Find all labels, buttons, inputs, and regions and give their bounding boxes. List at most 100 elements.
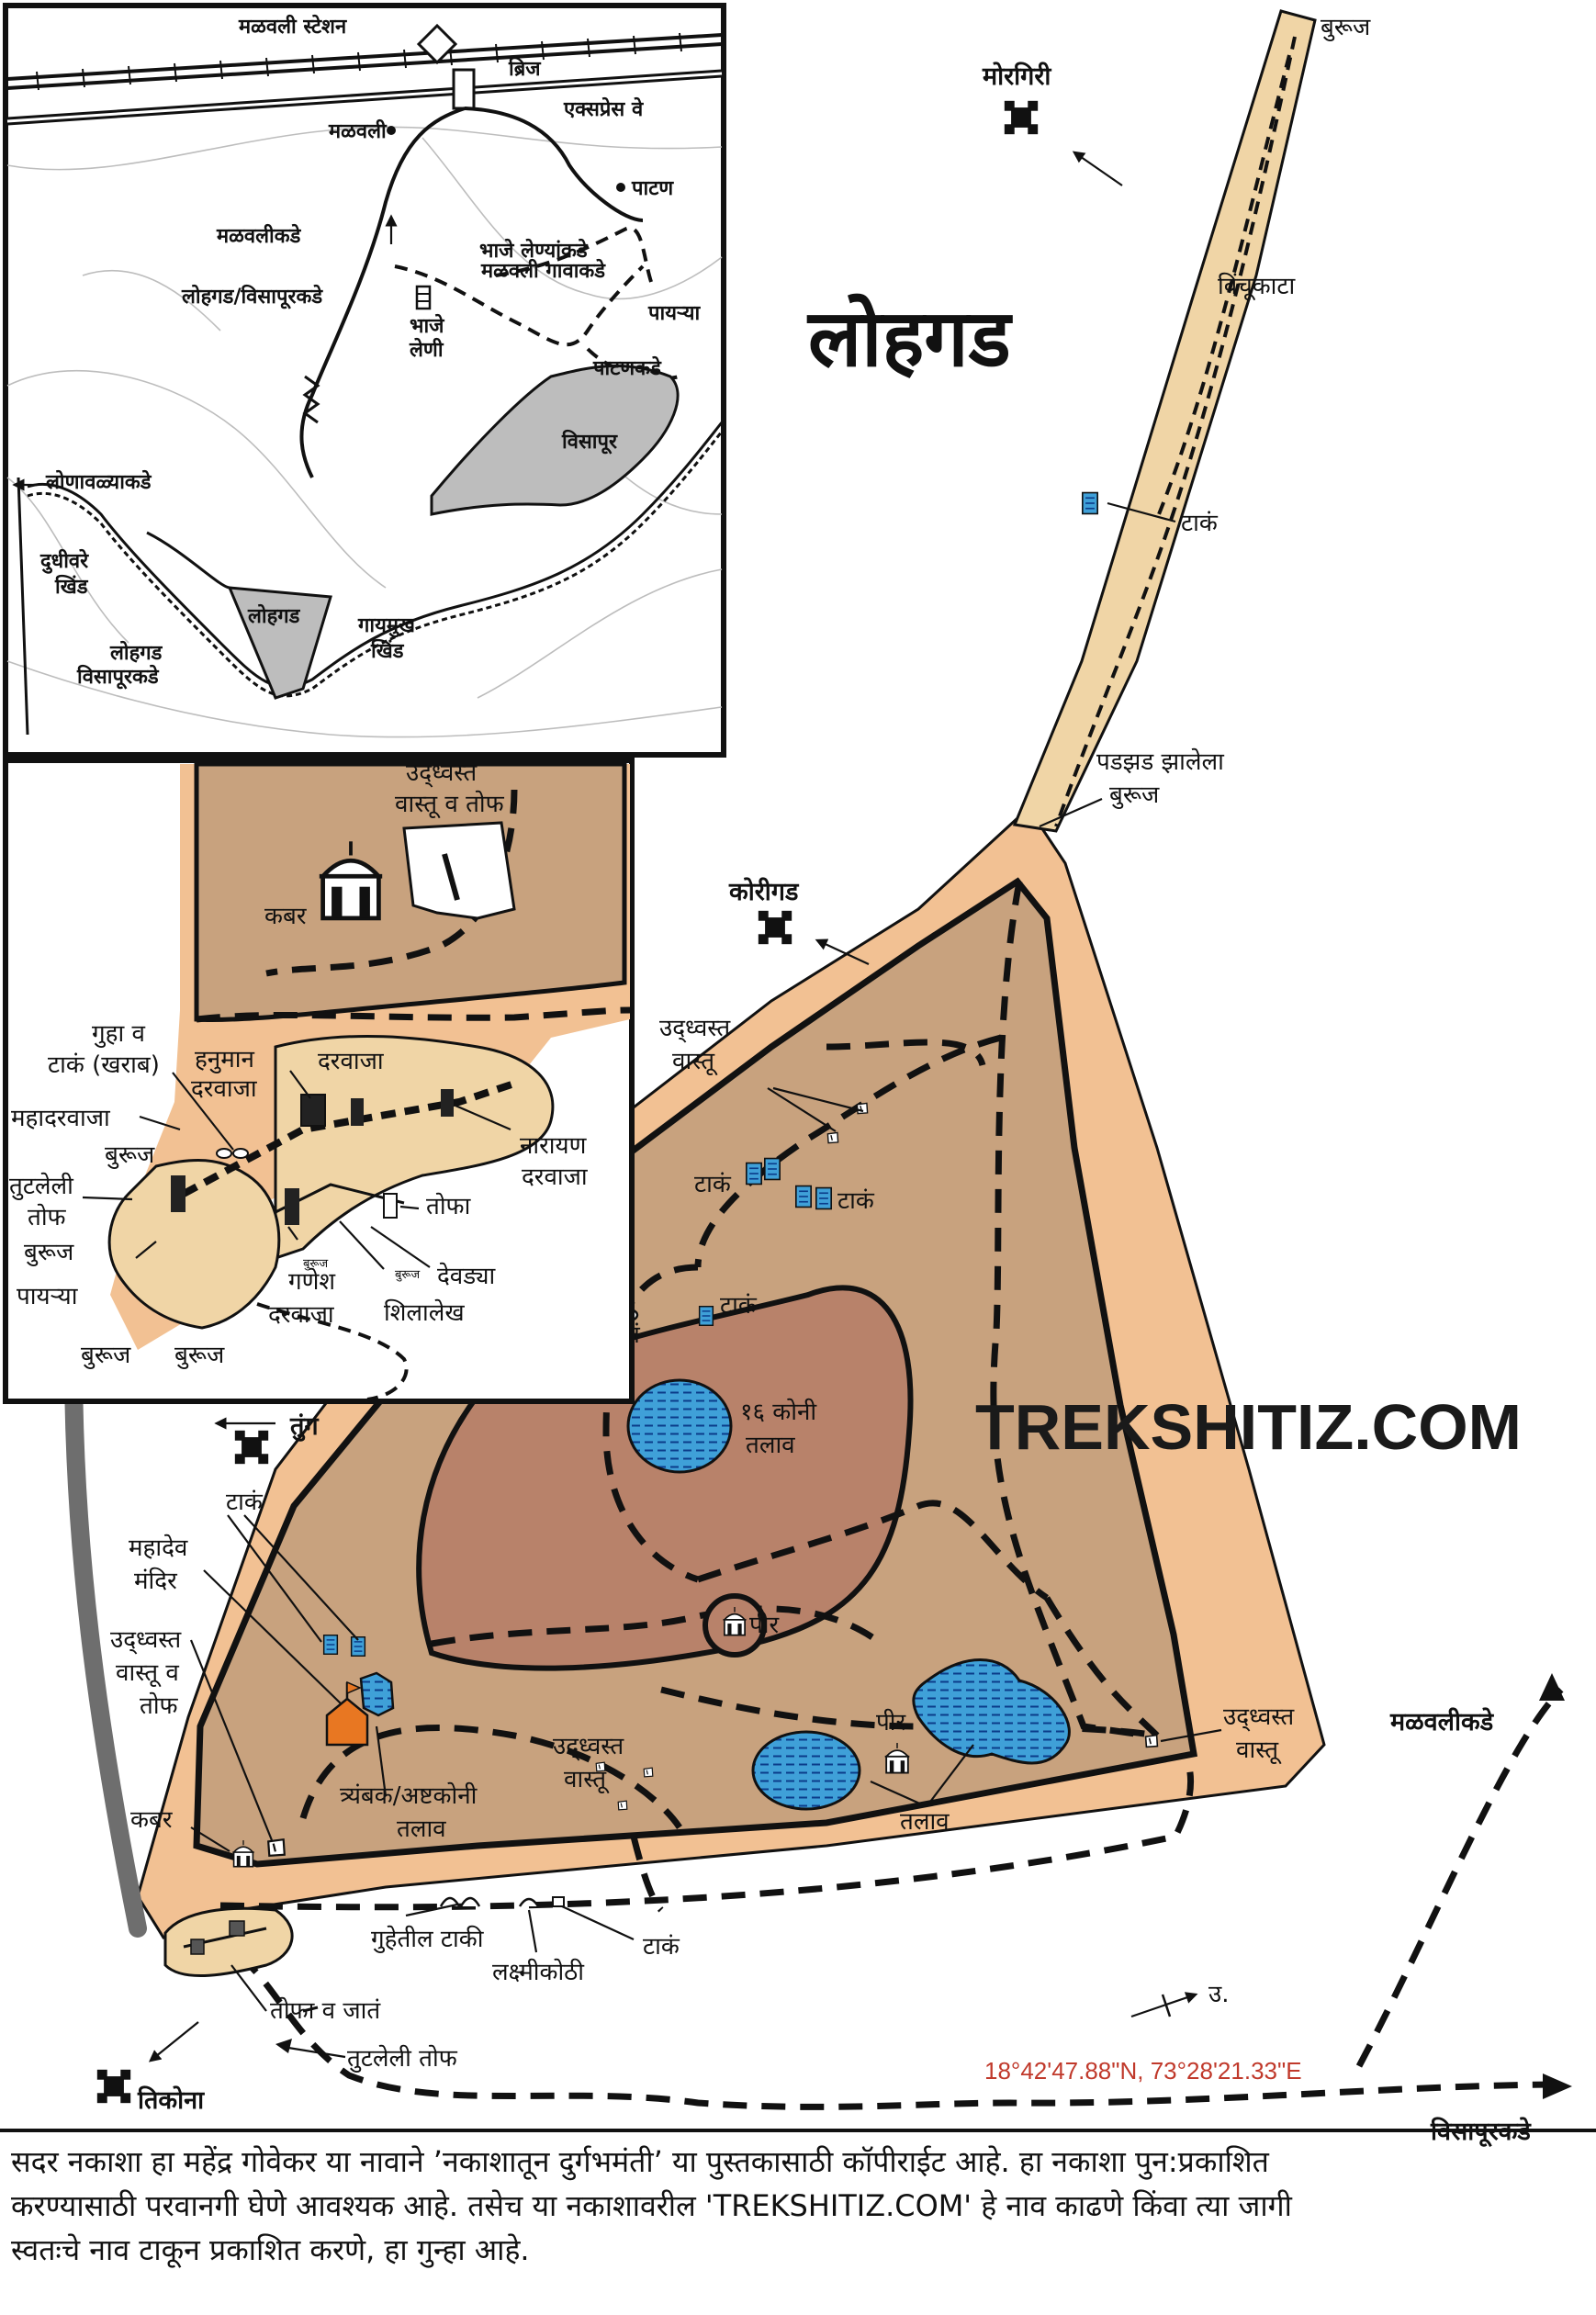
inset2-devdya: देवड्या xyxy=(437,1262,497,1290)
inset2-narayan-1: नारायण xyxy=(520,1132,588,1160)
label-cave-tanks: गुहेतील टाकी xyxy=(371,1925,485,1953)
label-taak-b: टाकं xyxy=(837,1187,875,1215)
label-talav: तलाव xyxy=(900,1808,950,1836)
inset2-ruins-2: वास्तू व तोफ xyxy=(395,790,505,819)
inset2-kabar: कबर xyxy=(264,903,308,930)
inset1-gaymukh-2: खिंड xyxy=(370,638,405,663)
inset1-to-malavli: मळवलीकडे xyxy=(216,223,302,248)
ruin-icon xyxy=(617,1800,628,1811)
inset2-broken-tof-2: तोफ xyxy=(28,1203,67,1231)
label-ruins-tof-2: वास्तू व xyxy=(116,1659,179,1688)
neighbor-forts xyxy=(96,100,1123,2104)
label-trimbak-1: त्र्यंबक/अष्टकोनी xyxy=(340,1781,478,1810)
inset2-ganesh-2: दरवाजा xyxy=(268,1301,335,1329)
inset2-cave-1: गुहा व xyxy=(92,1020,145,1048)
inset2-broken-tof-1: तुटलेली xyxy=(9,1172,74,1200)
direction-malavli: मळवलीकडे xyxy=(1389,1707,1495,1736)
ascent-arrow-icon xyxy=(64,1350,147,1938)
water-tank-icon xyxy=(795,1185,812,1208)
inset2-ruins-1: उद्ध्वस्त xyxy=(406,759,478,788)
direction-visapur: विसापूरकडे xyxy=(1430,2117,1532,2148)
fort-marker-icon xyxy=(234,1430,269,1465)
ruin-icon xyxy=(1144,1734,1159,1748)
water-tank-icon xyxy=(698,1306,714,1326)
fort-marker-icon xyxy=(96,2069,131,2104)
inset1-dudhivare-2: खिंड xyxy=(54,574,89,599)
label-collapsed-bastion-1: पडझड झालेला xyxy=(1096,747,1225,776)
fort-trails xyxy=(219,881,1564,2110)
fort-label-korigad: कोरीगड xyxy=(728,877,800,906)
inset-region-map: मळवली स्टेशन ब्रिज एक्सप्रेस वे मळवली पा… xyxy=(3,3,726,758)
fort-marker-icon xyxy=(758,910,792,945)
inset1-expressway: एक्सप्रेस वे xyxy=(563,96,644,121)
label-ruins-tof-3: तोफ xyxy=(140,1691,179,1720)
inset1-lohagad-visapur-2: विसापूरकडे xyxy=(76,664,160,690)
water-tank-icon xyxy=(322,1635,339,1655)
inset1-malavli-station: मळवली स्टेशन xyxy=(238,14,347,39)
inset2-tofa: तोफा xyxy=(426,1192,472,1220)
inset2-shilalekh: शिलालेख xyxy=(384,1298,465,1327)
label-mahadev-2: मंदिर xyxy=(134,1567,178,1595)
north-arrow-icon xyxy=(1130,1992,1198,2018)
label-ruins-mid-2: वास्तू xyxy=(564,1766,610,1794)
label-mahadev-1: महादेव xyxy=(129,1534,188,1562)
inset1-to-lonavala: लोणावळ्याकडे xyxy=(45,469,152,494)
inset2-narayan-2: दरवाजा xyxy=(522,1163,589,1191)
inset2-buruj-c: बुरूज xyxy=(81,1342,131,1369)
ridge-trail-1 xyxy=(1054,36,1297,827)
inset2-mahadarwaja: महादरवाजा xyxy=(11,1105,111,1132)
label-buruj-top: बुरूज xyxy=(1321,14,1371,41)
inset2-ganesh-1: गणेश xyxy=(288,1267,336,1296)
ruin-icon xyxy=(643,1767,654,1778)
label-taak-ridge: टाकं xyxy=(1181,510,1219,537)
lakes xyxy=(359,1378,1071,1811)
inset1-gaymukh-1: गायमुख xyxy=(357,614,416,638)
visapur-area xyxy=(430,364,680,516)
inset1-lohagad: लोहगड xyxy=(247,603,301,628)
label-ruins-right-1: उद्ध्वस्त xyxy=(1223,1703,1295,1732)
label-ruins-top-2: वास्तू xyxy=(672,1048,718,1076)
inset1-steps: पायऱ्या xyxy=(647,302,702,325)
inset-gates-map: उद्ध्वस्त वास्तू व तोफ कबर गुहा व टाकं (… xyxy=(3,758,635,1404)
fort-label-tikona: तिकोना xyxy=(137,2085,205,2115)
label-trimbak-2: तलाव xyxy=(397,1815,446,1843)
label-tofa-jaat: तोफा व जातं xyxy=(270,1996,381,2025)
ruin-icon xyxy=(826,1131,839,1144)
lake-lower-icon xyxy=(751,1730,861,1811)
water-tank-icon xyxy=(1082,491,1098,515)
water-tank-icon xyxy=(764,1157,781,1181)
inset2-buruj-small-b: बुरूज xyxy=(395,1268,421,1282)
inset1-to-bhaje-1: भाजे लेण्यांकडे xyxy=(479,238,589,263)
main-labels: लोहगड TREKSHITIZ.COM 18°42'47.88"N, 73°2… xyxy=(110,14,1532,2148)
ridge-spur xyxy=(1012,9,1317,833)
inset2-hanuman-2: दरवाजा xyxy=(191,1075,258,1103)
label-peer-right: पीर xyxy=(876,1708,907,1736)
fort-marker-icon xyxy=(1004,100,1039,135)
inset1-dudhivare-1: दुधीवरे xyxy=(39,548,89,574)
label-ruins-right-2: वास्तू xyxy=(1236,1736,1282,1765)
inset2-buruj-b: बुरूज xyxy=(24,1239,74,1266)
label-taak-a: टाकं xyxy=(694,1171,732,1198)
inset2-steps: पायऱ्या xyxy=(17,1283,79,1310)
inset1-bridge: ब्रिज xyxy=(508,56,542,81)
direction-north: उ. xyxy=(1208,1981,1230,2008)
label-broken-cannon: तुटलेली तोफ xyxy=(347,2044,458,2073)
label-lake16-2: तलाव xyxy=(746,1432,795,1459)
inset2-buruj-d: बुरूज xyxy=(174,1342,225,1369)
label-taak-bottom: टाकं xyxy=(643,1933,680,1961)
inset2-hanuman-1: हनुमान xyxy=(195,1046,255,1073)
trimbak-lake-icon xyxy=(359,1671,395,1717)
label-ruins-mid-1: उद्ध्वस्त xyxy=(553,1733,624,1761)
ridge-trail-2 xyxy=(1157,54,1291,515)
temple-icon xyxy=(325,1680,369,1747)
coordinates: 18°42'47.88"N, 73°28'21.33"E xyxy=(984,2057,1302,2085)
inset1-to-patan: पाटणकडे xyxy=(592,355,662,380)
inset1-to-lohagad-visapur: लोहगड/विसापूरकडे xyxy=(181,284,323,309)
water-tank-icon xyxy=(815,1186,832,1210)
label-kabar: कबर xyxy=(130,1806,174,1834)
brand-watermark: TREKSHITIZ.COM xyxy=(975,1391,1522,1463)
inset1-bhaje-1: भाजे xyxy=(410,313,445,338)
map-title: लोहगड xyxy=(806,293,1014,385)
station-icon xyxy=(416,23,458,65)
